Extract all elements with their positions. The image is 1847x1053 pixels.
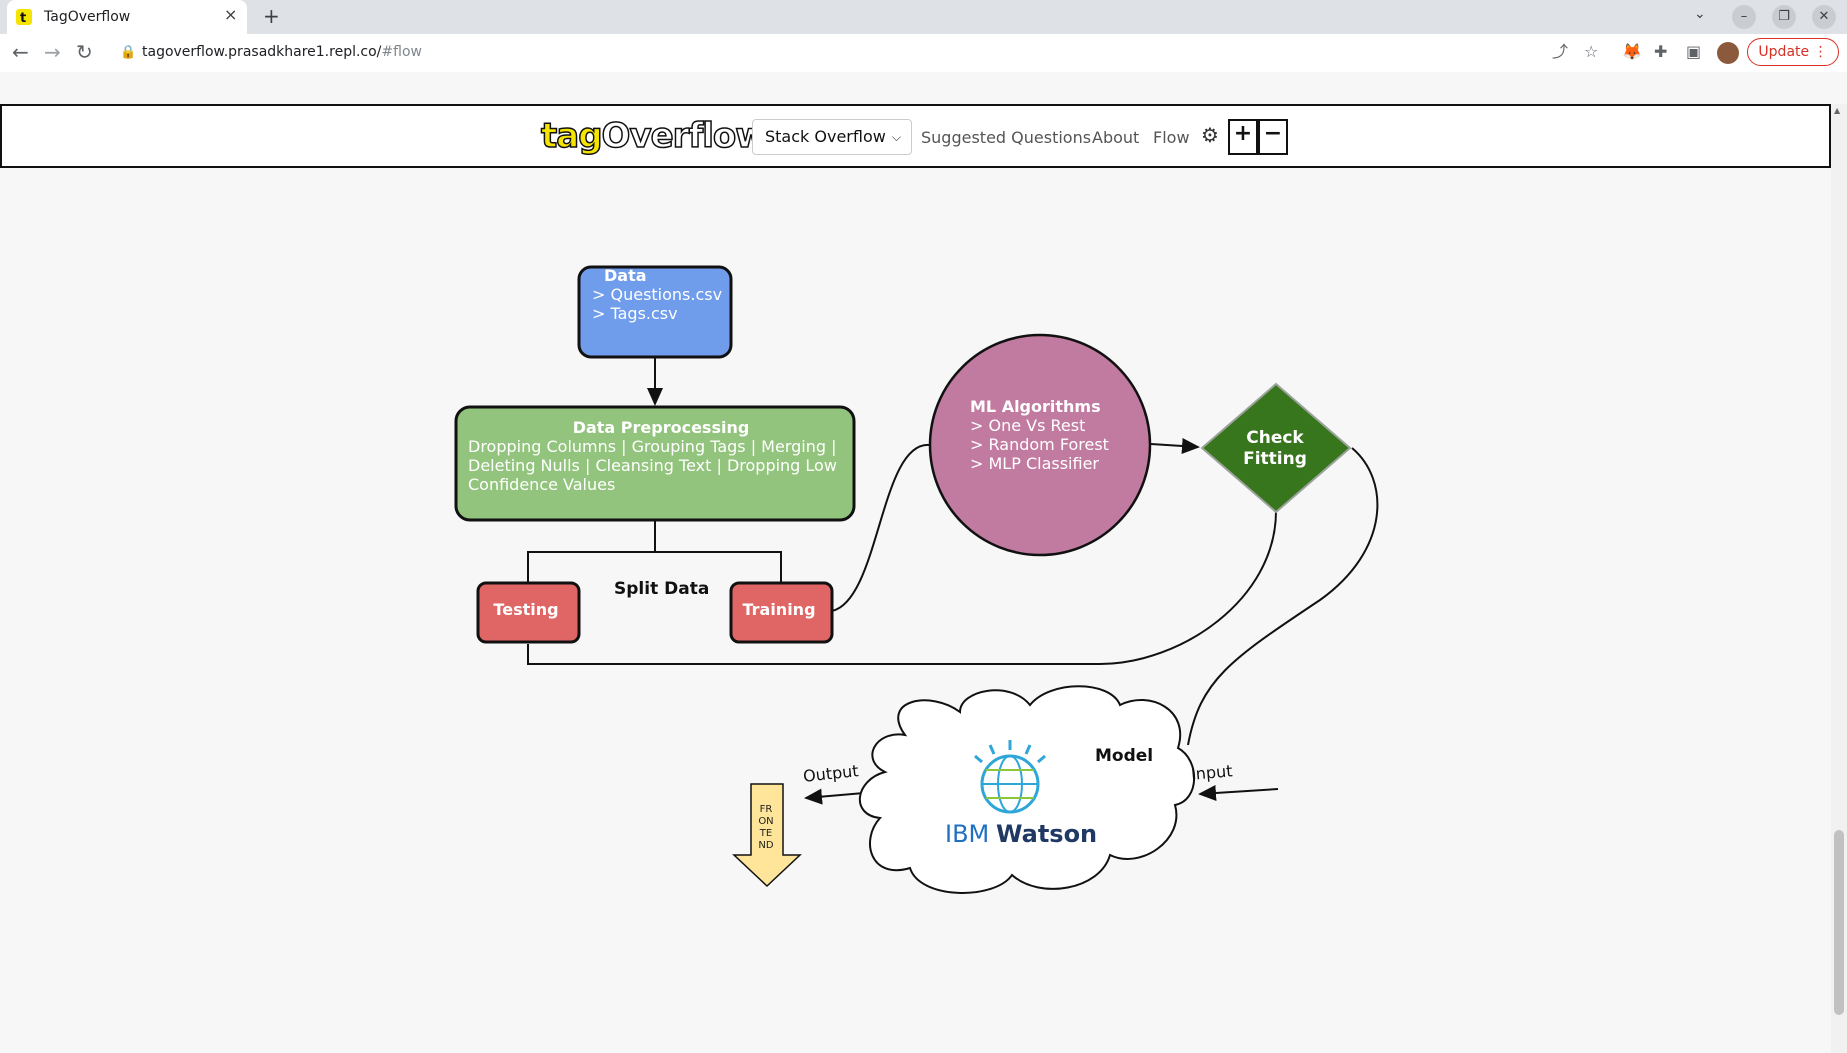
connector-model-to-output (804, 788, 865, 805)
ml-item-random-forest: > Random Forest (970, 435, 1109, 454)
ibm-logo-text: IBM (945, 820, 990, 848)
check-line-2: Fitting (1243, 449, 1307, 469)
data-title: Data (604, 266, 647, 285)
preprocessing-node-text: Data Preprocessing Dropping Columns | Gr… (468, 418, 854, 494)
side-panel-icon[interactable]: ▣ (1686, 42, 1702, 61)
restore-icon[interactable]: ❐ (1772, 5, 1796, 29)
close-window-icon[interactable]: ✕ (1812, 5, 1836, 29)
lock-icon[interactable]: 🔒 (120, 45, 137, 60)
forward-icon[interactable]: → (44, 40, 61, 64)
preprocessing-node (454, 405, 856, 522)
zoom-in-button[interactable]: + (1228, 119, 1258, 155)
watson-logo-text: Watson (996, 820, 1098, 848)
scroll-up-arrow-icon[interactable]: ▲ (1834, 106, 1841, 115)
minimize-icon[interactable]: – (1732, 5, 1756, 29)
check-fitting-node (1200, 382, 1352, 514)
preprocessing-title: Data Preprocessing (572, 418, 750, 437)
ml-node-text: ML Algorithms > One Vs Rest > Random For… (970, 397, 1109, 473)
ml-item-one-vs-rest: > One Vs Rest (970, 416, 1086, 435)
connector-check-to-model (1187, 447, 1379, 746)
url-host: tagoverflow.prasadkhare1.repl.co/ (142, 44, 382, 60)
frontend-arrow-node (732, 783, 802, 888)
data-item-tags: > Tags.csv (592, 304, 678, 323)
scrollbar-track[interactable] (1831, 104, 1847, 1053)
connector-split-right (655, 551, 782, 582)
site-select-value: Stack Overflow (765, 127, 886, 146)
data-item-questions: > Questions.csv (592, 285, 723, 304)
browser-tab[interactable] (7, 0, 247, 34)
nav-link-about[interactable]: About (1092, 128, 1140, 147)
data-node (577, 265, 733, 359)
new-tab-button[interactable]: + (263, 4, 280, 28)
connector-input-to-model (1198, 784, 1279, 801)
reload-icon[interactable]: ↻ (76, 40, 93, 64)
ml-item-mlp: > MLP Classifier (970, 454, 1099, 473)
browser-toolbar (0, 34, 1847, 72)
watson-globe-icon (974, 740, 1046, 814)
tab-title: TagOverflow (44, 9, 131, 25)
settings-gear-icon[interactable]: ⚙ (1201, 123, 1219, 147)
connector-split (527, 520, 656, 582)
extensions-puzzle-icon[interactable]: ✚ (1654, 42, 1668, 61)
svg-text:t: t (20, 11, 26, 25)
testing-label: Testing (493, 600, 559, 619)
update-label: Update (1758, 44, 1810, 60)
logo-tag-text: tag (540, 115, 603, 157)
update-button[interactable]: Update ⋮ (1747, 38, 1839, 66)
nav-link-flow[interactable]: Flow (1153, 128, 1190, 147)
tab-close-icon[interactable]: × (224, 5, 238, 24)
kebab-menu-icon: ⋮ (1813, 44, 1828, 60)
testing-node (476, 581, 581, 644)
profile-avatar[interactable] (1717, 42, 1739, 64)
tab-strip (0, 0, 1847, 34)
favicon-icon: t (16, 9, 32, 25)
site-select-dropdown[interactable]: Stack Overflow ⌵ (752, 119, 912, 155)
ml-title: ML Algorithms (970, 397, 1101, 416)
connector-training-to-ml (831, 443, 931, 612)
tab-search-icon[interactable]: ⌄ (1694, 6, 1706, 22)
site-logo[interactable]: tagOverflow (540, 115, 768, 157)
site-navbar (0, 104, 1831, 168)
page-background (0, 72, 1847, 1053)
scrollbar-thumb[interactable] (1834, 830, 1844, 1015)
input-label: Input (1190, 761, 1234, 784)
data-node-text: Data > Questions.csv > Tags.csv (578, 266, 722, 323)
frontend-label: FR ON TE ND (758, 804, 774, 851)
model-cloud-node (859, 685, 1196, 894)
zoom-out-button[interactable]: − (1258, 119, 1288, 155)
nav-link-suggested-questions[interactable]: Suggested Questions (921, 128, 1092, 147)
share-icon[interactable]: ⤴ (1552, 42, 1569, 61)
connector-check-to-testing (527, 510, 1277, 665)
ml-algorithms-node (928, 333, 1152, 557)
chevron-down-icon: ⌵ (891, 130, 901, 144)
connector-ml-to-check (1150, 437, 1200, 454)
check-line-1: Check (1246, 428, 1304, 448)
bookmark-star-icon[interactable]: ☆ (1584, 42, 1599, 61)
training-node (729, 581, 834, 644)
split-data-label: Split Data (614, 579, 710, 599)
preprocessing-steps: Dropping Columns | Grouping Tags | Mergi… (468, 437, 837, 494)
back-icon[interactable]: ← (12, 40, 29, 64)
url-fragment: #flow (381, 44, 422, 60)
check-fitting-label: Check Fitting (1230, 428, 1320, 470)
model-label: Model (1095, 746, 1154, 766)
logo-overflow-text: Overflow (601, 115, 768, 157)
metamask-extension-icon[interactable]: 🦊 (1622, 42, 1642, 61)
training-label: Training (742, 600, 816, 619)
url-text[interactable]: tagoverflow.prasadkhare1.repl.co/#flow (142, 44, 422, 60)
